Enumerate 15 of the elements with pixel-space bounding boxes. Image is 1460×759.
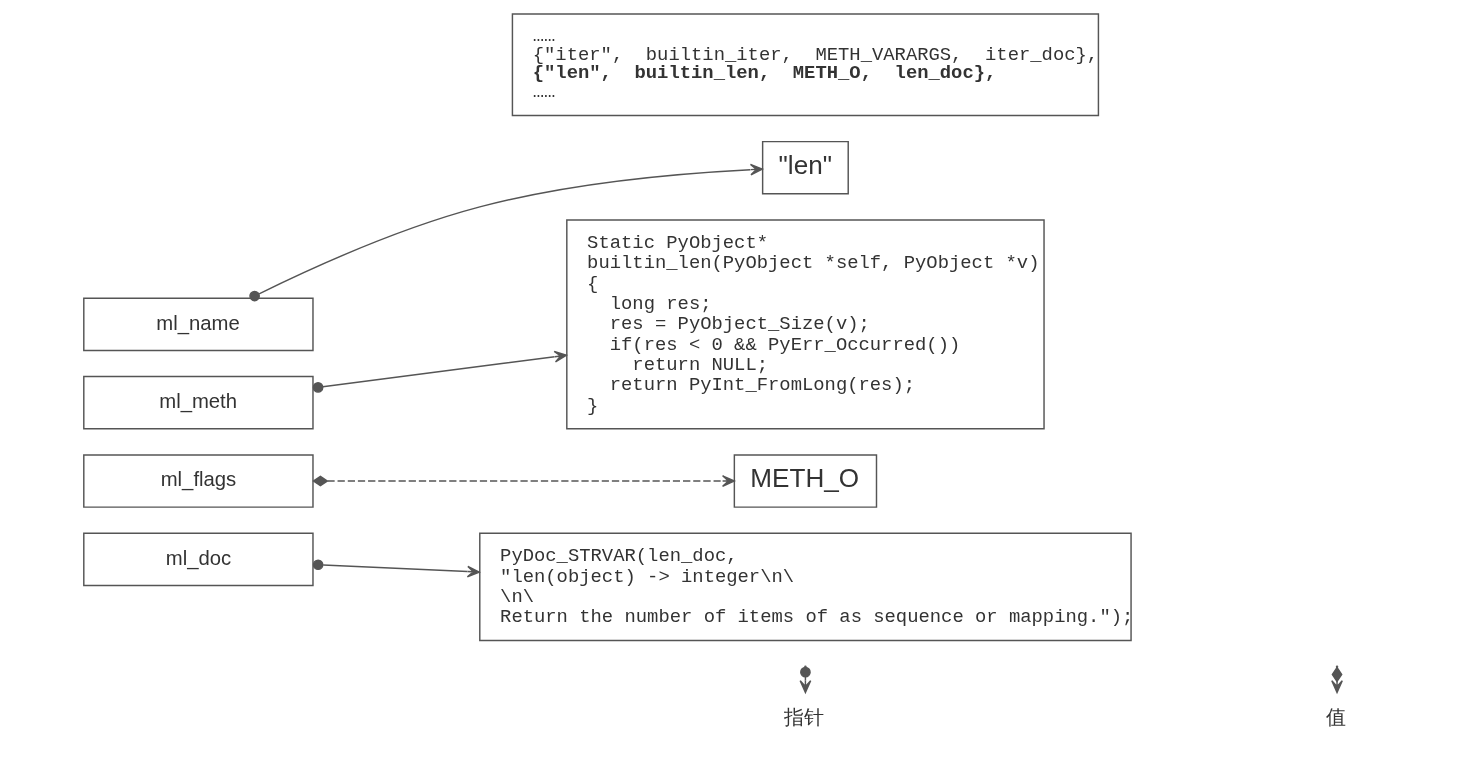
arrow (312, 559, 480, 578)
node-box: PyDoc_STRVAR(len_doc, "len(object) -> integer\n\ \n\ Return the number of items of as sequence or mapping."); (479, 532, 1132, 642)
node-box: "len" (761, 140, 849, 195)
node-box: Static PyObject* builtin_len(PyObject *self, PyObject *v) { long res; res = PyObject_Size(v); if(res < 0 && PyErr_Occurred()) return NULL; return PyInt_FromLong(res); } (566, 219, 1045, 430)
node-box: ml_name (83, 297, 314, 352)
arrow (249, 163, 764, 302)
node-box: …… {"iter", builtin_iter, METH_VARARGS, iter_doc}, {"len", builtin_len, METH_O, len_doc}, …… (511, 13, 1100, 117)
legend-label: 指针 (784, 705, 825, 730)
node-box: ml_flags (83, 454, 314, 508)
legend-label: 值 (1326, 705, 1347, 730)
node-box: METH_O (733, 454, 878, 508)
node-box: ml_meth (83, 375, 314, 430)
node-box: ml_doc (83, 532, 314, 587)
arrow (312, 475, 735, 487)
arrow (312, 350, 568, 393)
